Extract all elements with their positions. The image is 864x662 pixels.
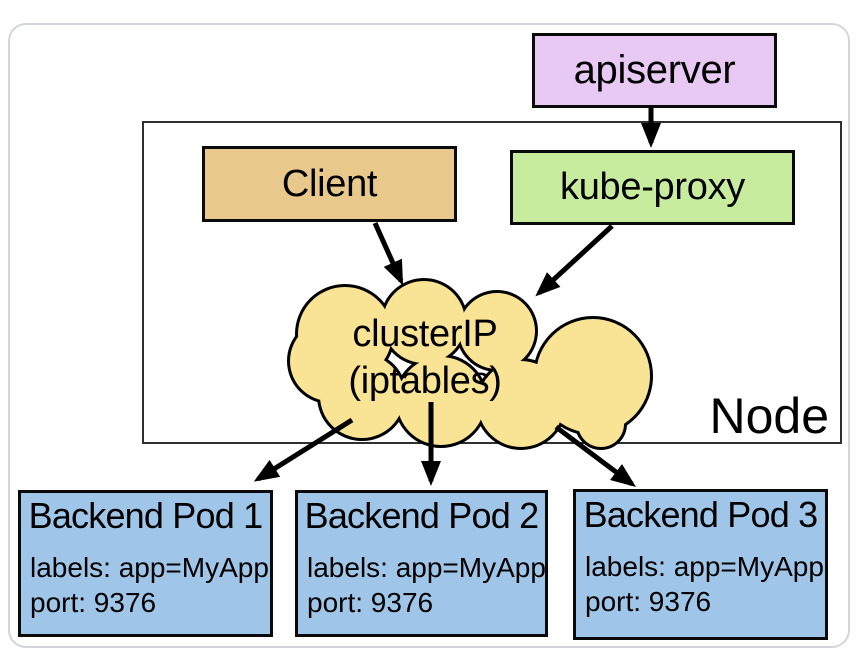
arrow-kubeproxy-to-clusterip xyxy=(535,224,614,297)
arrow-client-to-clusterip xyxy=(372,221,404,286)
cluster-ip-line1: clusterIP xyxy=(352,313,498,355)
pod-port: port: 9376 xyxy=(585,586,712,617)
cluster-ip-label: clusterIP (iptables) xyxy=(284,311,566,405)
pod-title: Backend Pod 2 xyxy=(304,495,540,536)
cluster-ip-line2: (iptables) xyxy=(348,360,502,402)
apiserver-box: apiserver xyxy=(532,33,777,108)
backend-pod-2-box: Backend Pod 2 labels: app=MyApp port: 93… xyxy=(295,490,548,637)
pod-title: Backend Pod 3 xyxy=(583,494,819,535)
kube-proxy-label: kube-proxy xyxy=(560,166,745,208)
kube-proxy-box: kube-proxy xyxy=(510,150,795,225)
pod-port: port: 9376 xyxy=(307,587,434,618)
backend-pod-1-box: Backend Pod 1 labels: app=MyApp port: 93… xyxy=(18,490,273,637)
backend-pod-3-box: Backend Pod 3 labels: app=MyApp port: 93… xyxy=(573,489,828,640)
pod-labels: labels: app=MyApp xyxy=(30,552,269,583)
client-box: Client xyxy=(202,146,457,222)
pod-port: port: 9376 xyxy=(30,587,157,618)
client-label: Client xyxy=(281,162,378,205)
pod-labels: labels: app=MyApp xyxy=(585,551,824,582)
arrow-clusterip-to-pod3 xyxy=(554,425,636,487)
apiserver-label: apiserver xyxy=(573,48,736,92)
pod-title: Backend Pod 1 xyxy=(28,495,264,536)
node-label: Node xyxy=(709,387,829,444)
arrow-clusterip-to-pod1 xyxy=(253,417,354,482)
pod-labels: labels: app=MyApp xyxy=(307,552,546,583)
